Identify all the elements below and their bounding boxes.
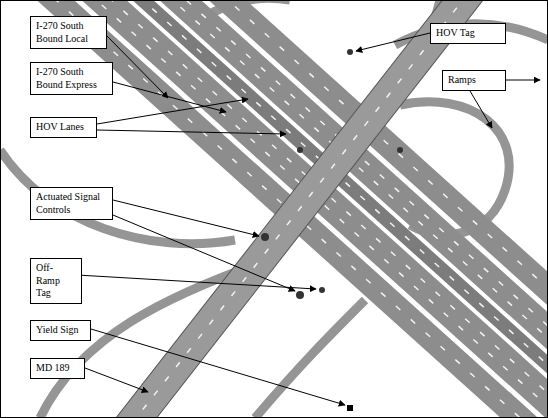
callout-text: Actuated Signal Controls [36, 191, 107, 216]
callout-box: HOV Lanes [30, 117, 97, 138]
callout-text: HOV Lanes [36, 121, 91, 134]
callout-text: Off-Ramp Tag [36, 262, 76, 300]
callout-box: HOV Tag [430, 23, 506, 44]
callout-text: I-270 South Bound Local [36, 20, 101, 45]
callout-text: Ramps [448, 74, 500, 87]
leader-lines [77, 33, 540, 405]
callout-text: I-270 South Bound Express [36, 66, 107, 91]
callout-text: HOV Tag [436, 27, 500, 40]
callout-box: Yield Sign [30, 320, 91, 341]
callout-box: Ramps [442, 70, 506, 91]
callout-box: I-270 South Bound Local [30, 16, 107, 49]
callout-text: Yield Sign [36, 324, 85, 337]
callout-box: Actuated Signal Controls [30, 187, 113, 220]
callout-box: MD 189 [30, 358, 85, 379]
callout-box: Off-Ramp Tag [30, 258, 82, 304]
callout-text: MD 189 [36, 362, 79, 375]
signal-symbols [261, 49, 403, 411]
callout-box: I-270 South Bound Express [30, 62, 113, 95]
